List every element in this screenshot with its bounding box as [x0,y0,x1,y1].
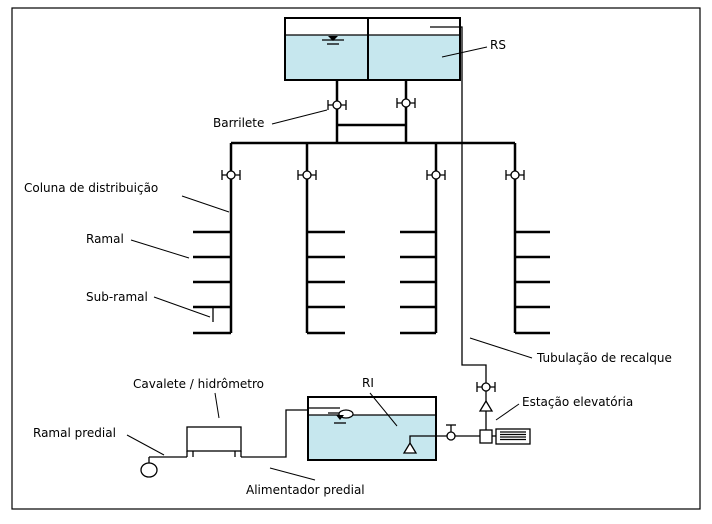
label-ri: RI [362,376,374,390]
pumping-pipe [430,27,486,430]
distribution-column-4 [506,143,550,333]
label-cavalete-hidrometro: Cavalete / hidrômetro [133,377,264,391]
label-tubulacao-recalque: Tubulação de recalque [536,351,672,365]
label-ramal: Ramal [86,232,124,246]
label-alimentador-predial: Alimentador predial [246,483,365,497]
street-connection [141,457,187,477]
barrilete-pipes [231,80,515,143]
label-ramal-predial: Ramal predial [33,426,116,440]
barrilete-valve-right [397,98,415,108]
distribution-column-2 [298,143,345,333]
label-coluna-distribuicao: Coluna de distribuição [24,181,158,195]
label-rs: RS [490,38,506,52]
pump-check-valve [480,401,492,411]
pump-gate-valve [477,382,495,392]
pump-station [480,429,530,444]
distribution-column-1 [193,143,240,333]
distribution-column-3 [400,143,445,333]
label-barrilete: Barrilete [213,116,264,130]
barrilete-valve-left [328,100,346,110]
water-meter-cavalete [187,427,241,457]
label-estacao-elevatoria: Estação elevatória [522,395,633,409]
suction-valve [446,425,456,440]
label-sub-ramal: Sub-ramal [86,290,148,304]
lower-reservoir [308,397,436,460]
